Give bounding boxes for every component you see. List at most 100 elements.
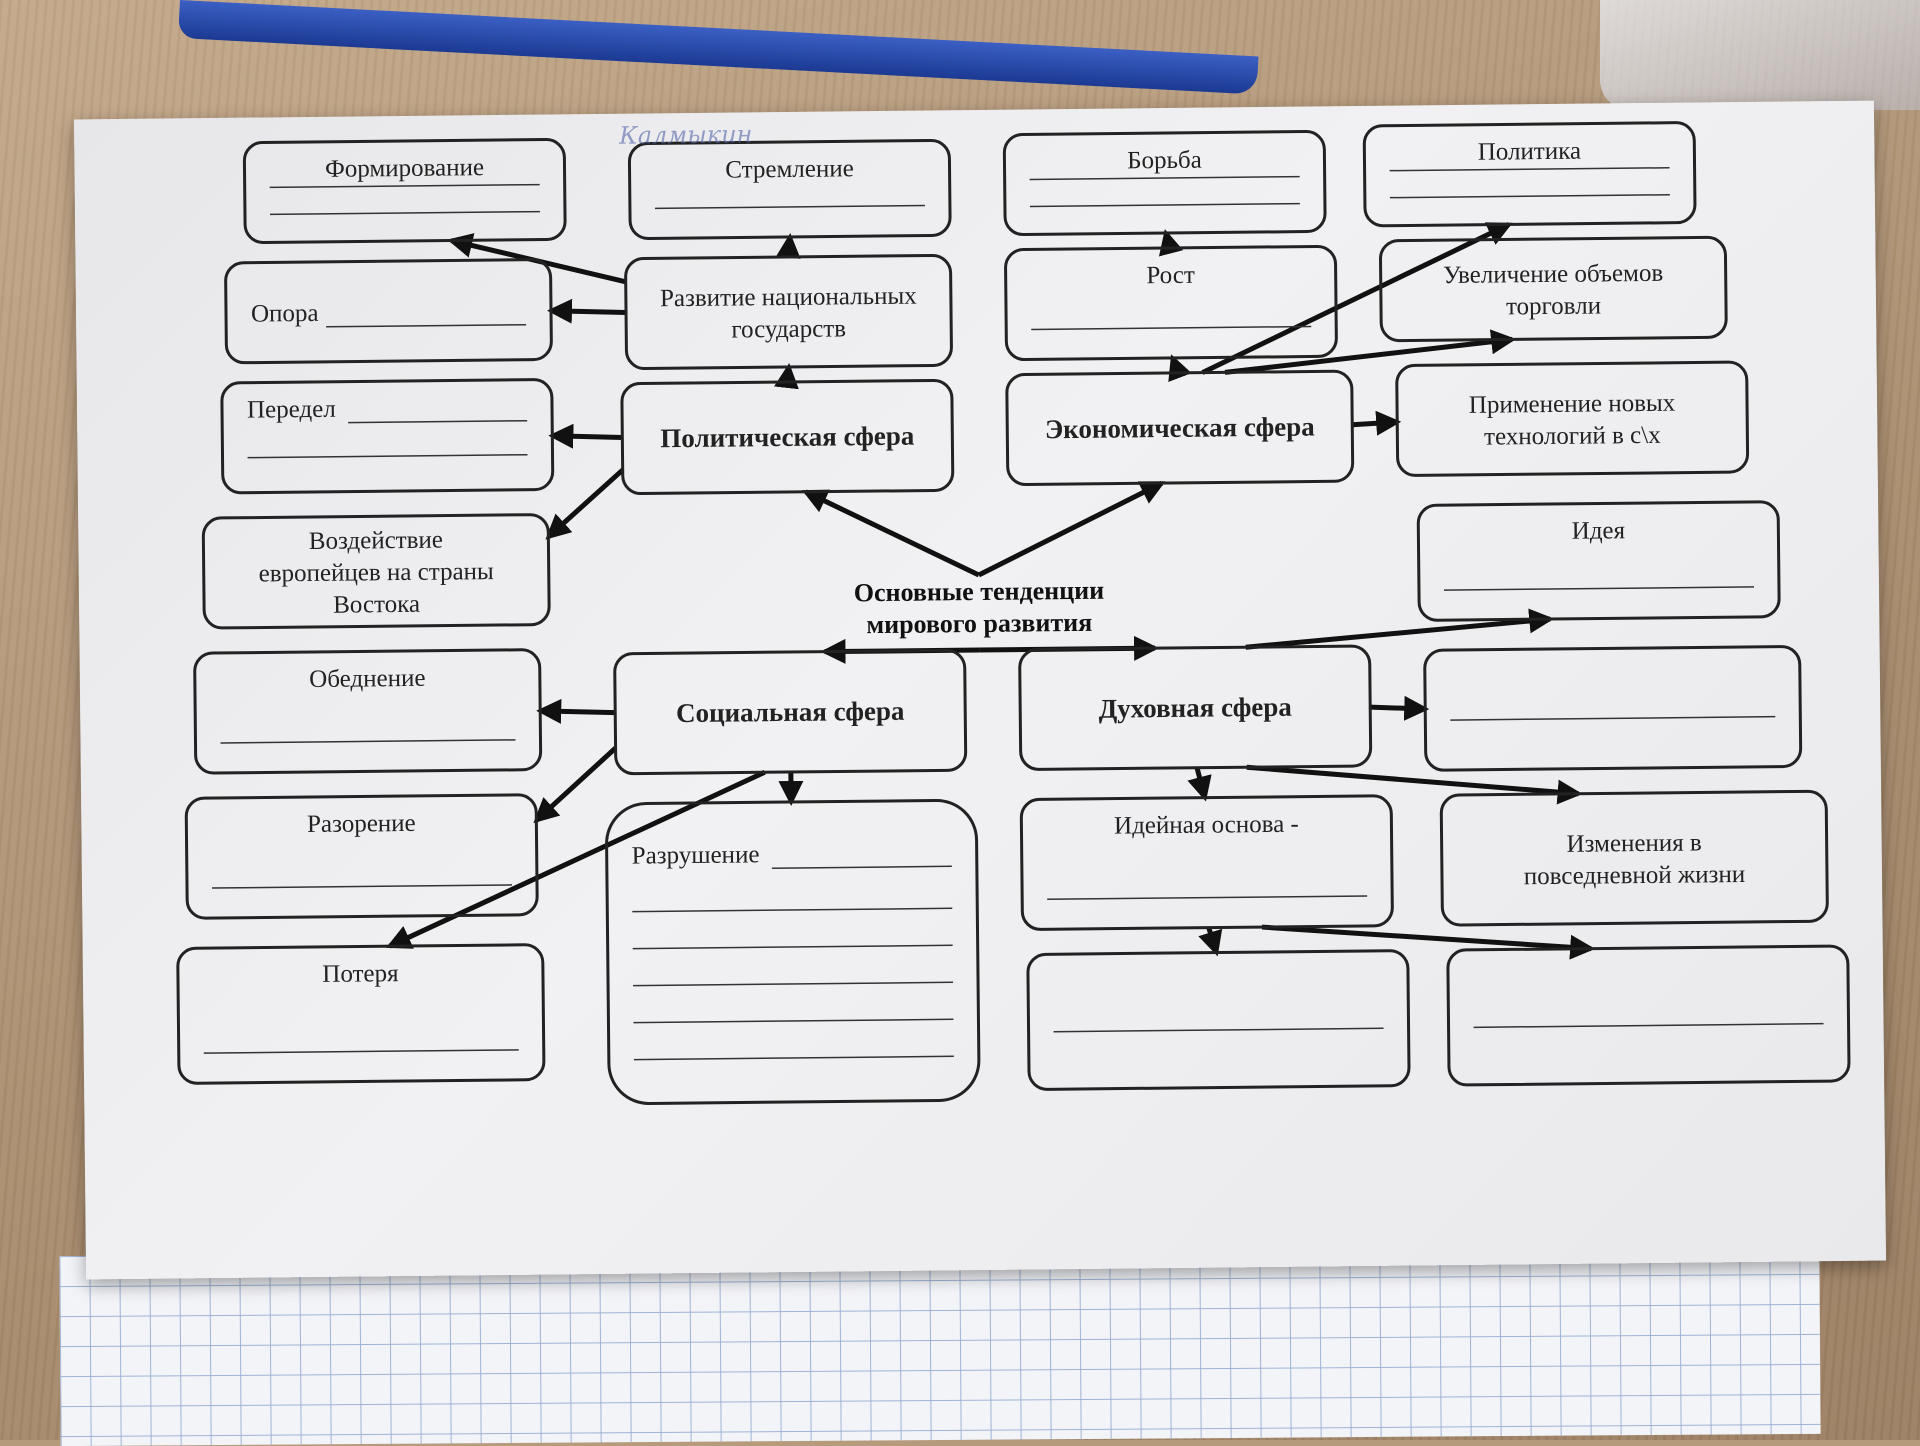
arrow-razvitie-to-opora xyxy=(551,310,626,313)
answer-blank[interactable] xyxy=(1450,717,1775,720)
box-duh-sfera: Духовная сфера xyxy=(1020,646,1371,770)
box-primenenie: Применение новых технологий в с\х xyxy=(1397,362,1748,476)
arrow-duh-sfera-to-empty1 xyxy=(1370,707,1425,710)
box-frame xyxy=(1397,362,1748,476)
box-soc-sfera: Социальная сфера xyxy=(615,650,966,774)
box-razrushenie: Разрушение xyxy=(606,800,979,1104)
arrow-razvitie-to-stremlenie xyxy=(788,237,790,257)
answer-blank[interactable] xyxy=(326,325,526,327)
arrow-ideinaya-to-empty2 xyxy=(1209,928,1217,953)
box-label: Рост xyxy=(1146,262,1195,290)
box-label: технологий в с\х xyxy=(1484,422,1661,451)
box-empty3 xyxy=(1448,946,1849,1085)
box-empty2 xyxy=(1028,951,1409,1090)
box-label: Потеря xyxy=(322,960,399,988)
arrow-polit-sfera-to-vozdeistvie xyxy=(548,470,624,537)
box-econ-sfera: Экономическая сфера xyxy=(1007,371,1353,485)
box-label: Востока xyxy=(333,591,420,619)
answer-blank[interactable] xyxy=(633,982,953,985)
box-label: европейцев на страны xyxy=(259,558,495,587)
answer-blank[interactable] xyxy=(270,212,540,215)
box-label: Борьба xyxy=(1127,147,1202,175)
answer-blank[interactable] xyxy=(1474,1024,1824,1028)
box-frame xyxy=(1448,946,1849,1085)
box-label: Развитие национальных xyxy=(660,283,917,313)
arrow-center-to-econ-sfera xyxy=(978,483,1163,575)
arrow-econ-sfera-to-primenenie xyxy=(1352,422,1397,425)
handwritten-name: Калмыкин xyxy=(618,120,753,149)
box-frame xyxy=(1441,791,1827,925)
box-label: Политическая сфера xyxy=(660,421,915,454)
center-title-line-1: Основные тенденции xyxy=(854,576,1105,608)
answer-blank[interactable] xyxy=(632,908,952,911)
answer-blank[interactable] xyxy=(248,455,528,458)
answer-blank[interactable] xyxy=(270,185,540,188)
box-label: Опора xyxy=(251,300,319,328)
box-label: Применение новых xyxy=(1469,390,1676,419)
arrow-econ-sfera-to-rost xyxy=(1173,358,1179,373)
box-label: Стремление xyxy=(725,155,854,183)
box-label: Экономическая сфера xyxy=(1045,411,1316,444)
answer-blank[interactable] xyxy=(633,945,953,948)
box-ideya: Идея xyxy=(1418,502,1779,621)
answer-blank[interactable] xyxy=(1031,327,1311,330)
answer-blank[interactable] xyxy=(634,1056,954,1059)
box-empty1 xyxy=(1425,646,1801,770)
box-label: Разрушение xyxy=(632,841,760,869)
answer-blank[interactable] xyxy=(1047,896,1367,899)
answer-blank[interactable] xyxy=(212,885,512,888)
answer-blank[interactable] xyxy=(348,421,527,423)
arrow-soc-sfera-to-razorenie xyxy=(536,748,617,820)
center-title: Основные тенденции мирового развития xyxy=(854,576,1105,640)
answer-blank[interactable] xyxy=(1054,1028,1384,1031)
box-opora: Опора xyxy=(225,259,551,362)
arrow-soc-sfera-to-obednenie xyxy=(540,710,615,713)
box-label: Идейная основа - xyxy=(1114,811,1299,840)
mind-map-diagram: Формирование Стремление Борьба ПолитикаОпор… xyxy=(74,101,1886,1280)
box-label: Духовная сфера xyxy=(1098,692,1292,724)
answer-blank[interactable] xyxy=(655,206,925,209)
box-poterya: Потеря xyxy=(178,945,544,1084)
box-label: Передел xyxy=(247,396,336,424)
answer-blank[interactable] xyxy=(633,1019,953,1022)
box-rost: Рост xyxy=(1005,246,1336,359)
box-ideinaya: Идейная основа - xyxy=(1021,796,1392,930)
box-frame xyxy=(1425,646,1801,770)
answer-blank[interactable] xyxy=(221,740,516,743)
box-label: государств xyxy=(731,315,846,343)
box-label: Идея xyxy=(1572,517,1626,545)
arrow-polit-sfera-to-razvitie xyxy=(787,367,789,382)
box-peredel: Передел xyxy=(222,379,553,492)
box-label: Разорение xyxy=(307,810,416,838)
box-borba: Борьба xyxy=(1004,131,1325,234)
box-label: Формирование xyxy=(325,154,484,183)
answer-blank[interactable] xyxy=(1390,195,1670,198)
answer-blank[interactable] xyxy=(204,1050,519,1053)
box-politika: Политика xyxy=(1364,122,1695,225)
center-title-line-2: мирового развития xyxy=(866,608,1092,639)
box-label: Социальная сфера xyxy=(676,696,905,728)
answer-blank[interactable] xyxy=(1444,587,1754,590)
plastic-bag xyxy=(1600,0,1920,110)
arrow-polit-sfera-to-peredel xyxy=(552,435,622,438)
answer-blank[interactable] xyxy=(1390,168,1670,171)
answer-blank[interactable] xyxy=(1030,177,1300,180)
box-stremlenie: Стремление xyxy=(629,140,950,238)
arrow-center-to-polit-sfera xyxy=(806,490,979,577)
box-frame xyxy=(1028,951,1409,1090)
box-formirovanie: Формирование xyxy=(244,139,565,242)
box-obednenie: Обеднение xyxy=(195,650,541,774)
answer-blank[interactable] xyxy=(1030,204,1300,207)
arrow-rost-to-borba xyxy=(1166,233,1170,248)
answer-blank[interactable] xyxy=(772,866,952,868)
box-label: повседневной жизни xyxy=(1524,861,1746,890)
box-label: Политика xyxy=(1478,138,1582,166)
arrow-duh-sfera-to-ideya xyxy=(1245,619,1550,647)
box-label: торговли xyxy=(1506,292,1601,320)
arrow-duh-sfera-to-ideinaya xyxy=(1197,768,1205,798)
